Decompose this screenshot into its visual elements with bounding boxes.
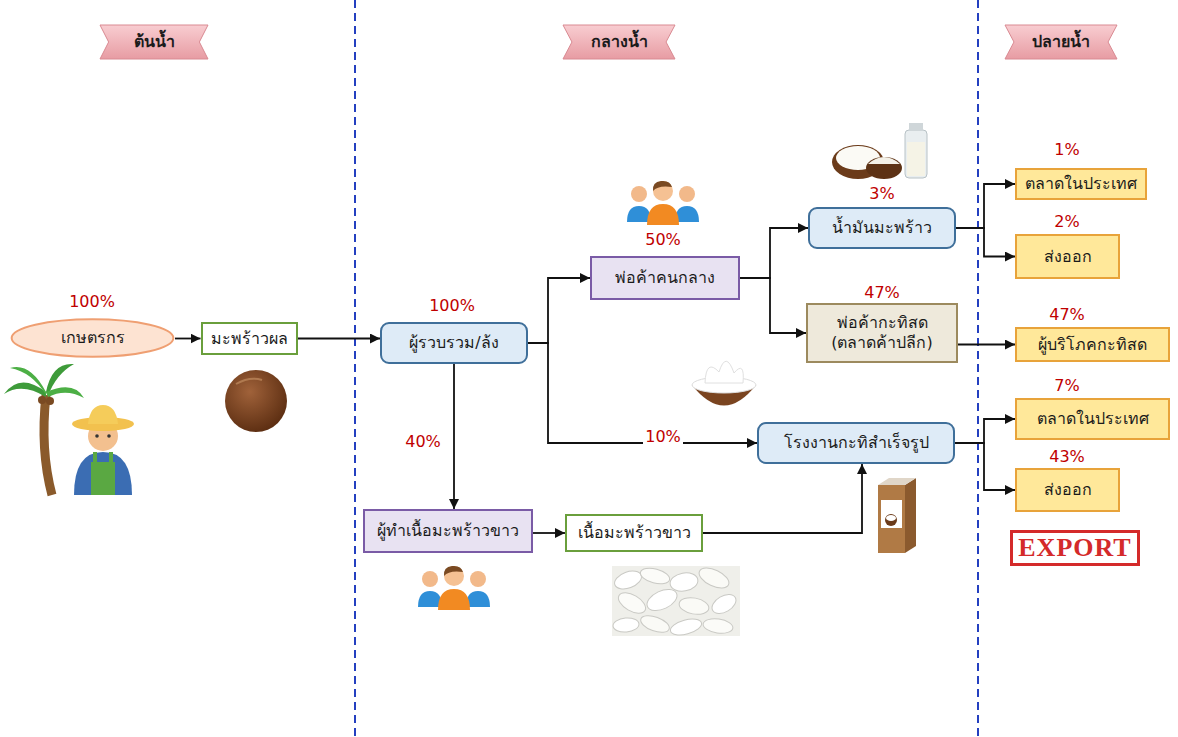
coconut-oil-photo (832, 123, 927, 179)
flow-arrow (298, 338, 381, 340)
share-percent: 47% (1049, 305, 1085, 324)
node-text: พ่อค้ากะทิสด (ตลาดค้าปลีก) (816, 313, 948, 353)
coconut-milk-carton (878, 478, 916, 553)
share-percent: 43% (1049, 447, 1085, 466)
node-text: ผู้บริโภคกะทิสด (1038, 335, 1147, 355)
share-percent: 7% (1054, 376, 1079, 395)
node-text: ต้นน้ำ (134, 32, 175, 52)
node-text: ตลาดในประเทศ (1025, 174, 1137, 194)
flow-arrow (740, 278, 806, 333)
market-box: ส่งออก (1015, 234, 1120, 279)
node-text: ส่งออก (1044, 480, 1092, 500)
node-text: เนื้อมะพร้าวขาว (578, 523, 691, 543)
node-text: มะพร้าวผล (211, 329, 288, 349)
share-percent: 100% (69, 292, 115, 311)
node-text: ผู้รวบรวม/ล้ง (409, 333, 498, 353)
flow-arrow (703, 464, 862, 533)
market-box: ผู้บริโภคกะทิสด (1015, 327, 1170, 362)
farmer-icon (4, 364, 134, 495)
flow-arrow (956, 228, 1015, 257)
share-percent: 2% (1054, 212, 1079, 231)
node-text: ปลายน้ำ (1032, 32, 1090, 52)
share-percent: 47% (864, 283, 900, 302)
node-text: น้ำมันมะพร้าว (832, 218, 932, 238)
actor-box: พ่อค้าคนกลาง (590, 256, 740, 300)
divider-line (354, 0, 356, 737)
share-percent: 3% (869, 184, 894, 203)
flow-arrow (175, 338, 201, 340)
coconut-meat-photo (612, 564, 740, 638)
share-percent: 1% (1054, 140, 1079, 159)
flow-arrow (955, 419, 1015, 443)
divider-line (977, 0, 979, 737)
node-text: กลางน้ำ (591, 32, 648, 52)
flow-share: 40% (403, 432, 443, 451)
share-percent: 100% (429, 296, 475, 315)
actor-oval: เกษตรกร (10, 318, 175, 358)
process-box: โรงงานกะทิสำเร็จรูป (757, 422, 955, 464)
flow-arrow (958, 344, 1015, 346)
stage-banner: ต้นน้ำ (100, 22, 208, 62)
market-box: ตลาดในประเทศ (1015, 398, 1170, 440)
flow-arrow (453, 364, 455, 509)
node-text: เกษตรกร (61, 328, 125, 348)
share-percent: 50% (645, 230, 681, 249)
market-box: ตลาดในประเทศ (1015, 168, 1147, 200)
coconut-icon (225, 370, 287, 432)
product-box: มะพร้าวผล (201, 322, 298, 355)
node-text: พ่อค้าคนกลาง (615, 268, 715, 288)
actor-box: ผู้ทำเนื้อมะพร้าวขาว (363, 509, 533, 553)
process-box: ผู้รวบรวม/ล้ง (380, 322, 528, 364)
node-text: ผู้ทำเนื้อมะพร้าวขาว (377, 521, 519, 541)
actor-box: พ่อค้ากะทิสด (ตลาดค้าปลีก) (806, 303, 958, 363)
flow-arrow (740, 228, 808, 278)
node-text: ตลาดในประเทศ (1037, 409, 1149, 429)
product-box: เนื้อมะพร้าวขาว (565, 514, 703, 552)
flow-arrow (528, 278, 590, 343)
flow-arrow (533, 532, 565, 534)
people-icon (627, 181, 699, 225)
stage-banner: กลางน้ำ (563, 22, 675, 62)
stage-banner: ปลายน้ำ (1005, 22, 1117, 62)
export-stamp: EXPORT (1010, 530, 1139, 566)
people-icon (418, 566, 490, 610)
process-box: น้ำมันมะพร้าว (808, 207, 956, 249)
coconut-milk-photo (692, 361, 756, 405)
node-text: โรงงานกะทิสำเร็จรูป (784, 433, 929, 453)
flow-arrow (956, 184, 1015, 228)
flow-share: 10% (643, 427, 683, 446)
market-box: ส่งออก (1015, 468, 1120, 512)
flow-arrow (955, 443, 1015, 490)
node-text: ส่งออก (1044, 247, 1092, 267)
